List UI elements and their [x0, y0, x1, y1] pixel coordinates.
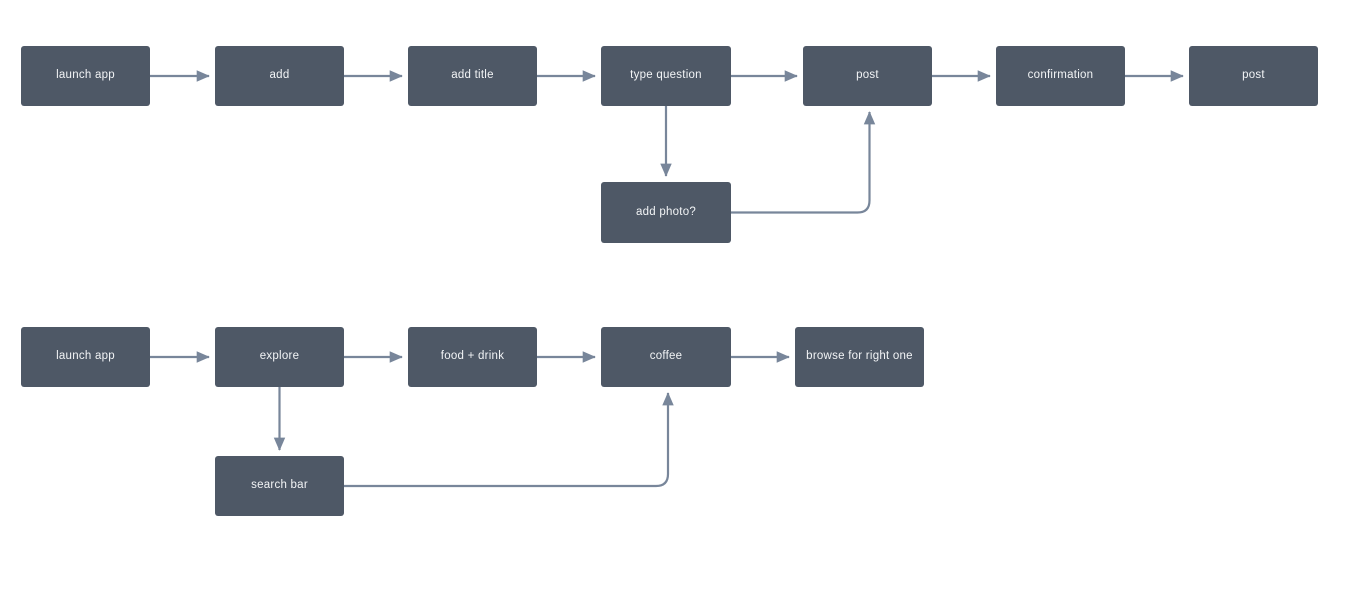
flow-node[interactable]: browse for right one [795, 327, 924, 387]
flow-node-label: add title [451, 69, 494, 82]
flow-node[interactable]: add photo? [601, 182, 731, 243]
flow-node-label: type question [630, 69, 702, 82]
flow-node[interactable]: add title [408, 46, 537, 106]
flow-node-label: search bar [251, 479, 308, 492]
flow-node[interactable]: post [803, 46, 932, 106]
flow-node-label: add [269, 69, 290, 82]
flow-node-label: explore [259, 350, 300, 363]
flow-node[interactable]: add [215, 46, 344, 106]
flow-node[interactable]: explore [215, 327, 344, 387]
flow-node[interactable]: post [1189, 46, 1318, 106]
connector-elbow-up [731, 111, 876, 214]
flow-node-label: post [1242, 69, 1265, 82]
flow-node[interactable]: confirmation [996, 46, 1125, 106]
flow-node-label: food + drink [440, 350, 505, 363]
flow-node-label: post [856, 69, 879, 82]
flow-node-label: add photo? [635, 205, 697, 218]
flow-node-label: launch app [56, 350, 115, 363]
flow-node[interactable]: search bar [215, 456, 344, 516]
flow-node[interactable]: food + drink [408, 327, 537, 387]
flow-node[interactable]: launch app [21, 46, 150, 106]
flow-node-label: coffee [649, 350, 683, 363]
flow-node[interactable]: launch app [21, 327, 150, 387]
connector-elbow-up [344, 392, 674, 488]
flow-node-label: browse for right one [806, 350, 913, 363]
flow-node[interactable]: coffee [601, 327, 731, 387]
flow-node[interactable]: type question [601, 46, 731, 106]
flow-node-label: launch app [56, 69, 115, 82]
flow-node-label: confirmation [1027, 69, 1094, 82]
